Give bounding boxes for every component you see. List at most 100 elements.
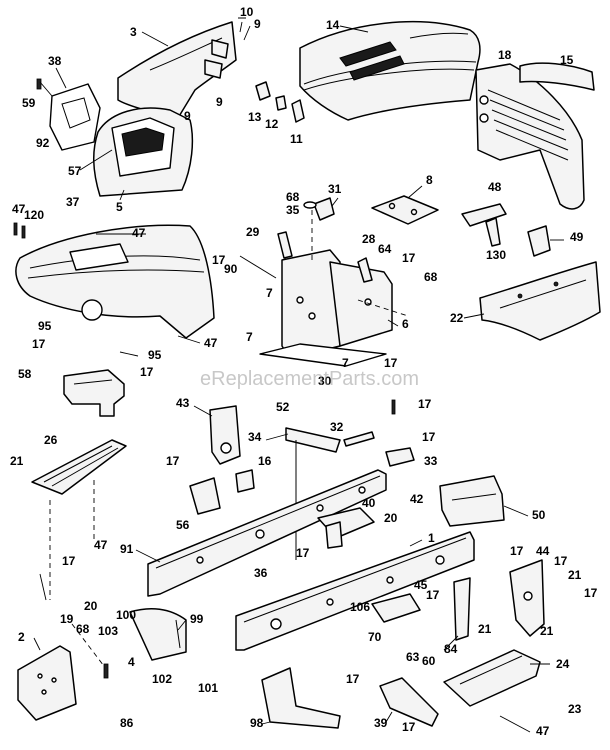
callout-label: 33 [424, 454, 438, 468]
bracket-31-part [303, 197, 335, 221]
callout-label: 99 [190, 612, 204, 626]
plate-16-part [235, 469, 255, 493]
callout-label: 45 [414, 578, 428, 592]
callout-label: 32 [330, 420, 344, 434]
callout-label: 102 [152, 672, 172, 686]
callout-label: 2 [18, 630, 25, 644]
callout-label: 84 [444, 642, 458, 656]
callout-label: 20 [84, 599, 98, 613]
callout-label: 17 [346, 672, 360, 686]
callout-label: 86 [120, 716, 134, 730]
callout-label: 22 [450, 311, 464, 325]
bracket-49-part [527, 225, 551, 257]
leader-lines [33, 25, 564, 733]
callout-label: 92 [36, 136, 50, 150]
callout-label: 68 [424, 270, 438, 284]
callout-label: 47 [12, 202, 26, 216]
watermark-text: eReplacementParts.com [200, 368, 419, 390]
callout-label: 48 [488, 180, 502, 194]
callout-label: 42 [410, 492, 424, 506]
support-brackets-part [39, 573, 111, 679]
callout-label: 21 [478, 622, 492, 636]
callout-label: 17 [402, 251, 416, 265]
bracket-44-part [509, 559, 545, 637]
callout-label: 47 [204, 336, 218, 350]
callout-label: 17 [510, 544, 524, 558]
dash-panel-37-part [13, 222, 215, 339]
callout-label: 17 [212, 253, 226, 267]
steering-bracket-part [63, 369, 125, 417]
callout-label: 12 [265, 117, 279, 131]
small-bracket-parts [239, 231, 373, 283]
callout-label: 21 [10, 454, 24, 468]
callout-label: 44 [536, 544, 550, 558]
callout-labels: 3 10 9 9 9 14 18 15 38 59 92 57 5 13 12 … [10, 5, 598, 738]
callout-label: 7 [246, 330, 253, 344]
footrest-left-part [31, 439, 127, 600]
callout-label: 17 [426, 588, 440, 602]
callout-label: 9 [254, 17, 261, 31]
callout-label: 38 [48, 54, 62, 68]
callout-label: 20 [384, 511, 398, 525]
callout-label: 37 [66, 195, 80, 209]
callout-label: 15 [560, 53, 574, 67]
callout-label: 43 [176, 396, 190, 410]
mount-plate-part [371, 195, 439, 225]
callout-label: 90 [224, 262, 238, 276]
bracket-50-part [439, 475, 505, 527]
callout-label: 17 [418, 397, 432, 411]
callout-label: 11 [290, 132, 303, 146]
callout-label: 16 [258, 454, 272, 468]
callout-label: 28 [362, 232, 376, 246]
callout-label: 59 [22, 96, 36, 110]
callout-label: 101 [198, 681, 218, 695]
callout-label: 17 [140, 365, 154, 379]
callout-label: 40 [362, 496, 376, 510]
bracket-48-part [461, 203, 507, 247]
callout-label: 35 [286, 203, 300, 217]
bracket-34-part [285, 427, 341, 560]
callout-label: 31 [328, 182, 342, 196]
callout-label: 98 [250, 716, 264, 730]
callout-label: 130 [486, 248, 506, 262]
callout-label: 1 [428, 531, 435, 545]
callout-label: 6 [402, 317, 409, 331]
bracket-84-part [453, 577, 471, 641]
callout-label: 56 [176, 518, 190, 532]
callout-label: 5 [116, 200, 123, 214]
callout-label: 68 [286, 190, 300, 204]
fender-part [17, 645, 77, 721]
callout-label: 52 [276, 400, 290, 414]
callout-label: 17 [402, 720, 416, 734]
callout-label: 19 [60, 612, 74, 626]
callout-label: 9 [216, 95, 223, 109]
callout-label: 17 [62, 554, 76, 568]
bracket-45-part [371, 593, 421, 623]
bracket-40-part [317, 507, 375, 549]
frame-rail-right-part [235, 531, 475, 651]
callout-label: 18 [498, 48, 512, 62]
callout-label: 21 [540, 624, 554, 638]
callout-label: 95 [38, 319, 52, 333]
grille-part [475, 62, 595, 210]
callout-label: 49 [570, 230, 584, 244]
callout-label: 57 [68, 164, 82, 178]
callout-label: 7 [266, 286, 273, 300]
footrest-right-part [443, 649, 541, 707]
callout-label: 17 [32, 337, 46, 351]
callout-label: 95 [148, 348, 162, 362]
bracket-99-part [129, 607, 187, 661]
callout-label: 9 [184, 109, 191, 123]
callout-label: 34 [248, 430, 262, 444]
callout-label: 8 [426, 173, 433, 187]
callout-label: 17 [384, 356, 398, 370]
callout-label: 17 [296, 546, 310, 560]
callout-label: 68 [76, 622, 90, 636]
hood-part [299, 21, 481, 121]
callout-label: 17 [554, 554, 568, 568]
hood-hinge-parts [255, 81, 305, 123]
callout-label: 64 [378, 242, 392, 256]
dash-cover-part [36, 78, 194, 197]
